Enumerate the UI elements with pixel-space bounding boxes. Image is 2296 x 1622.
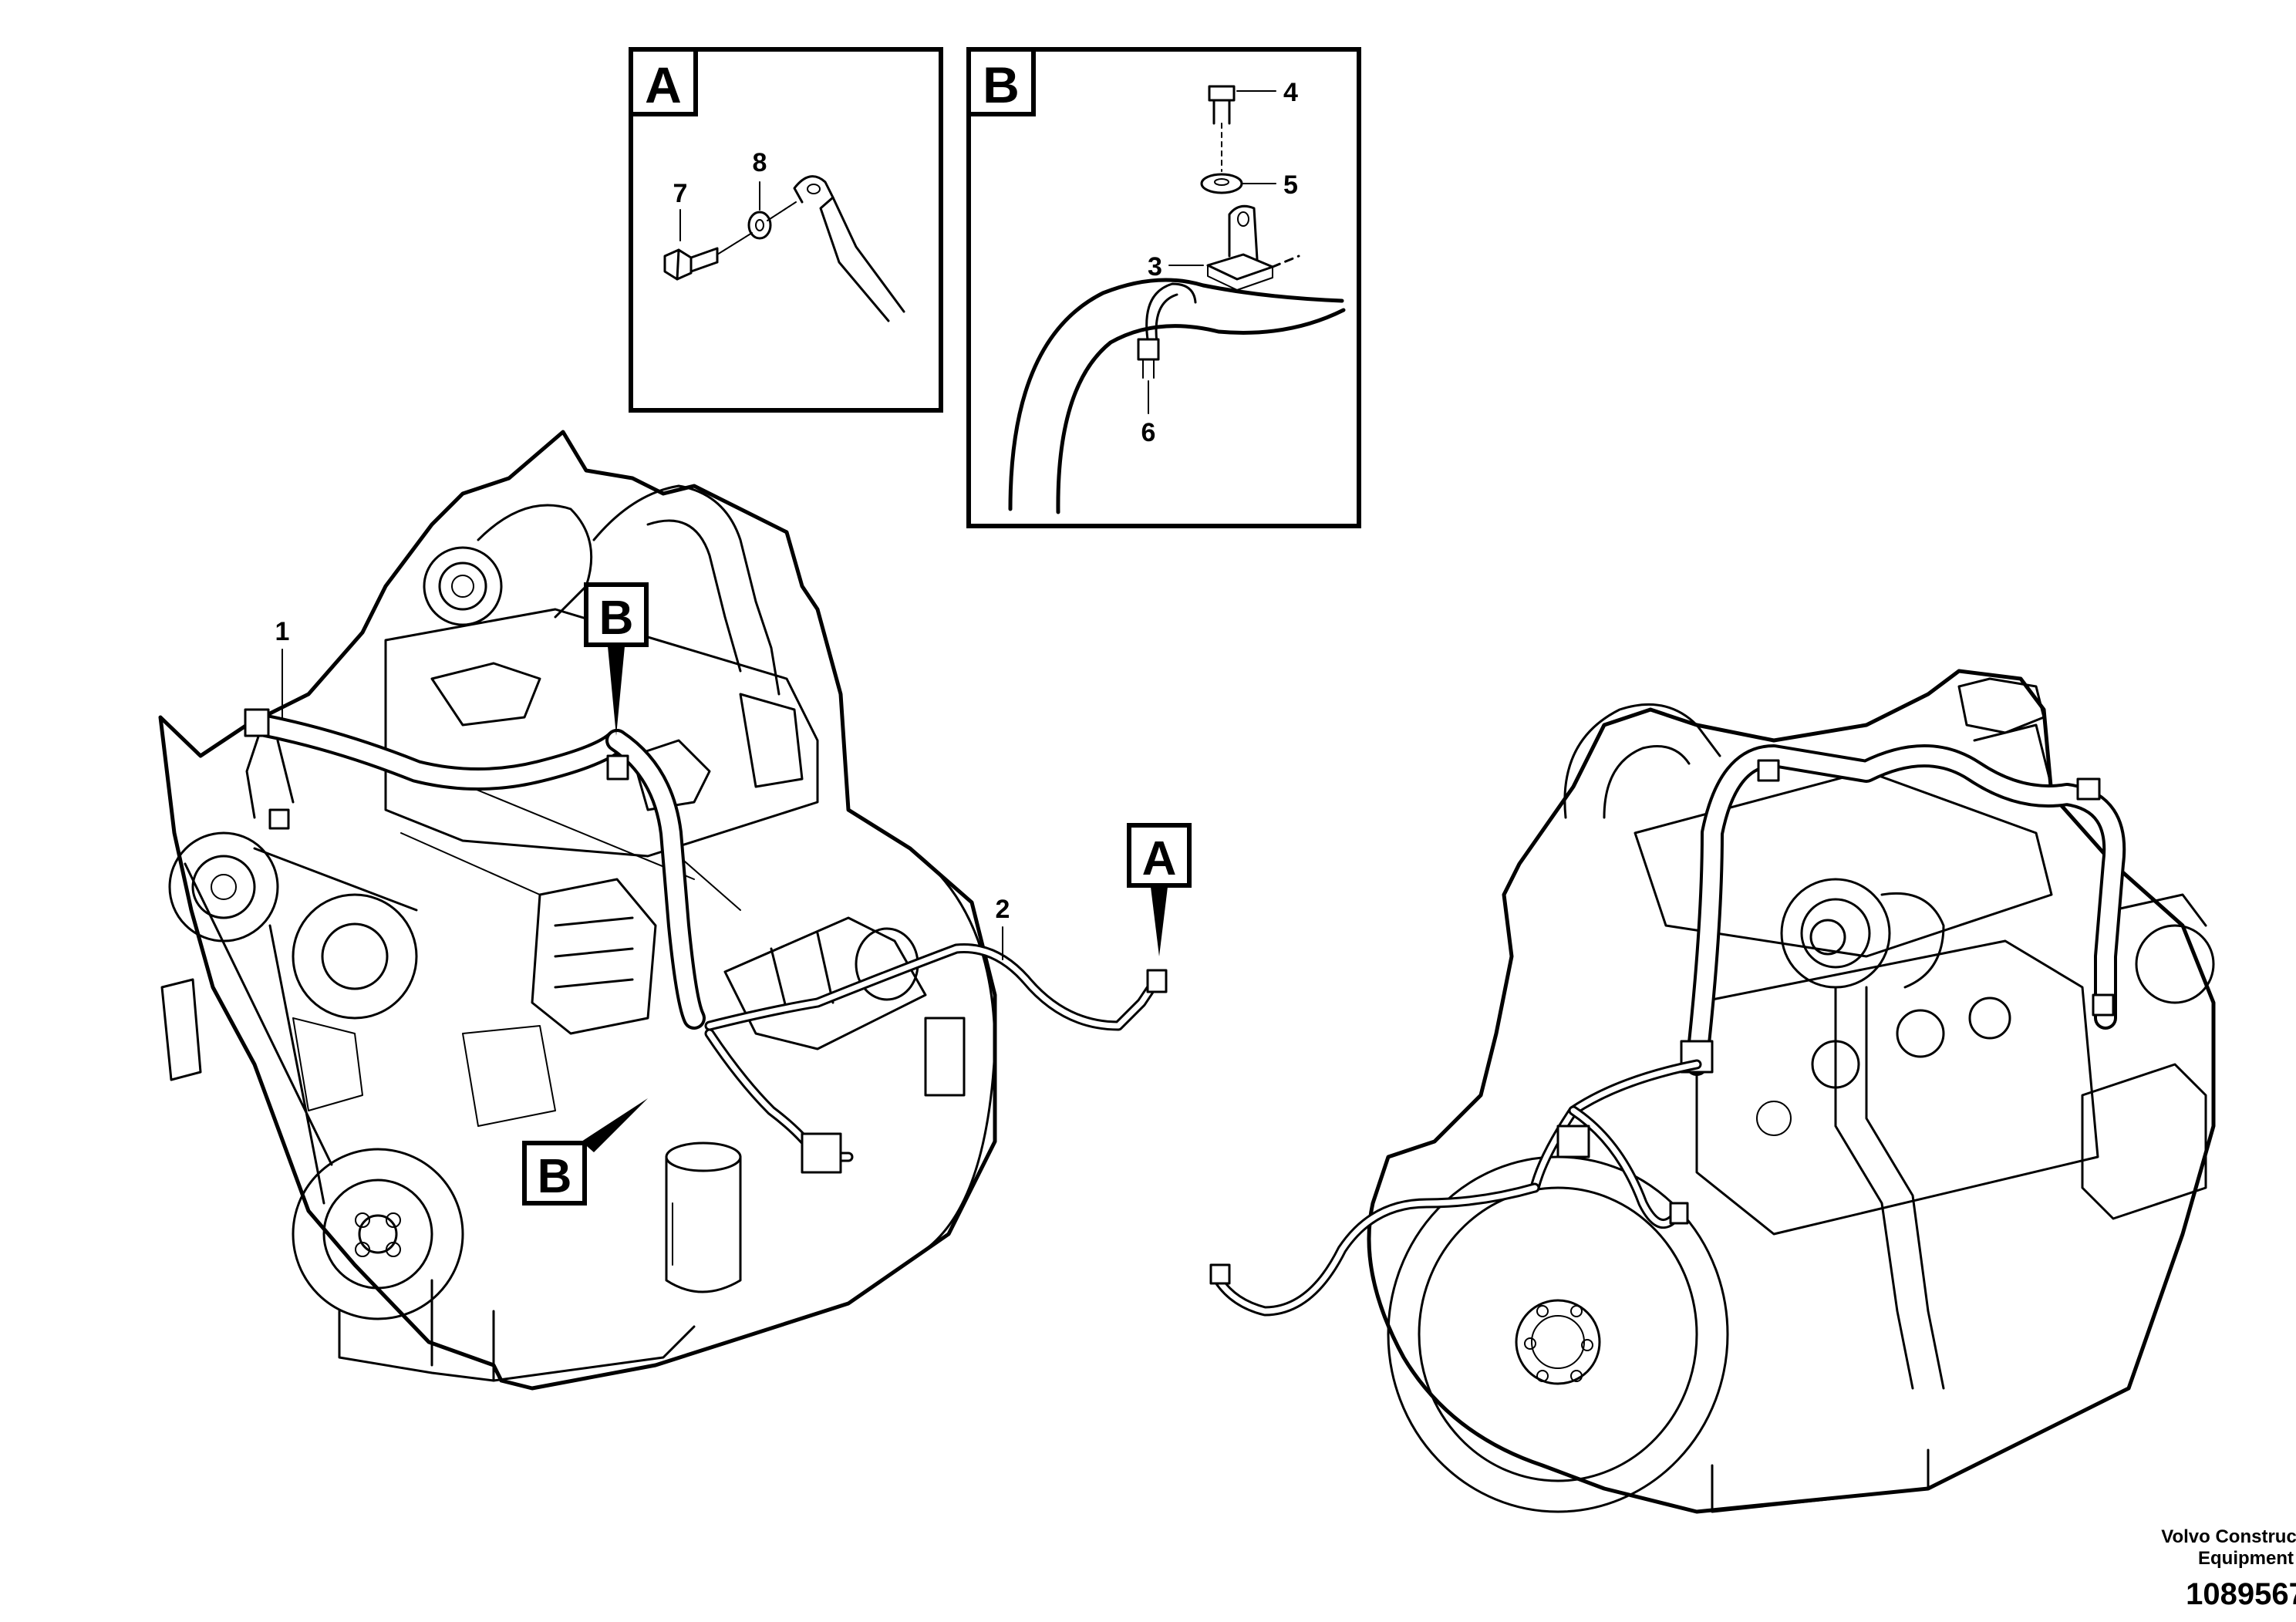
callout-3: 3: [1148, 252, 1162, 282]
company-line2: Equipment: [2198, 1548, 2294, 1569]
svg-text:B: B: [599, 592, 634, 645]
cable-lug: [716, 175, 905, 322]
flywheel: [1387, 1155, 1729, 1513]
detail-a-panel: A 7 8: [629, 47, 943, 413]
pulley-assembly: [160, 831, 464, 1320]
callout-8: 8: [753, 148, 767, 177]
ref-box-b-bottom: B: [522, 1098, 648, 1206]
company-line1: Volvo Construction: [2161, 1526, 2296, 1547]
turbocharger-right: [1780, 878, 1945, 989]
callout-1: 1: [275, 617, 290, 646]
turbocharger: [423, 484, 781, 696]
callout-5: 5: [1283, 170, 1298, 200]
wiring-harness-2: [704, 943, 1168, 1174]
svg-text:A: A: [1142, 832, 1177, 885]
callout-7: 7: [673, 179, 688, 208]
hose: [1008, 278, 1346, 514]
callout-2: 2: [996, 895, 1010, 924]
ref-box-a: A: [1127, 823, 1192, 956]
callout-6: 6: [1141, 418, 1156, 447]
callout-4: 4: [1283, 78, 1298, 107]
wiring-harness-right: [1209, 744, 2126, 1317]
bracket-3: [1206, 204, 1300, 291]
svg-text:B: B: [538, 1150, 572, 1203]
bolt-4: [1208, 85, 1236, 172]
washer-8: [747, 211, 772, 240]
wiring-harness-1: [244, 708, 706, 1030]
right-engine: [1209, 669, 2216, 1514]
footer: Volvo Construction Equipment 1089567: [2161, 1526, 2296, 1611]
ref-box-b-top: B: [584, 582, 649, 736]
detail-b-panel: B: [966, 47, 1361, 528]
cable-tie-6: [1137, 282, 1197, 379]
left-engine: [158, 430, 1168, 1391]
fuel-filter: [665, 1141, 742, 1293]
main-callouts: 1 2: [275, 617, 1010, 960]
starter-motor: [723, 916, 927, 1050]
detail-b-letter: B: [983, 56, 1020, 113]
detail-a-letter: A: [645, 56, 682, 113]
drawing-number: 1089567: [2186, 1577, 2296, 1611]
